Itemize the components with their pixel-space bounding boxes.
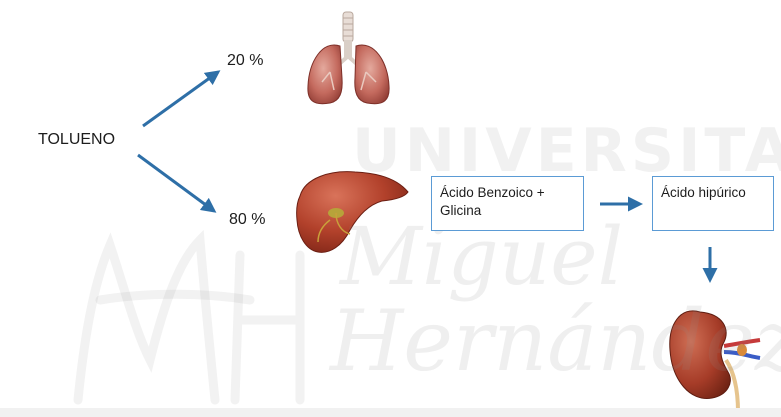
benzoic-acid-glycine-box: Ácido Benzoico + Glicina — [431, 176, 584, 231]
watermark-monogram — [78, 240, 300, 400]
footer-strip — [0, 408, 781, 417]
watermark-line-2: Hernández — [330, 292, 781, 390]
lung-percentage: 20 % — [227, 52, 263, 70]
hippuric-acid-label: Ácido hipúrico — [661, 184, 765, 202]
liver-percentage: 80 % — [229, 211, 265, 229]
arrow-to-liver — [138, 155, 214, 211]
benzoic-acid-label: Ácido Benzoico + — [440, 184, 575, 202]
lungs-icon — [308, 12, 389, 104]
source-label: TOLUENO — [38, 131, 115, 149]
glycine-label: Glicina — [440, 202, 575, 220]
arrow-to-lungs — [143, 72, 218, 126]
hippuric-acid-box: Ácido hipúrico — [652, 176, 774, 231]
